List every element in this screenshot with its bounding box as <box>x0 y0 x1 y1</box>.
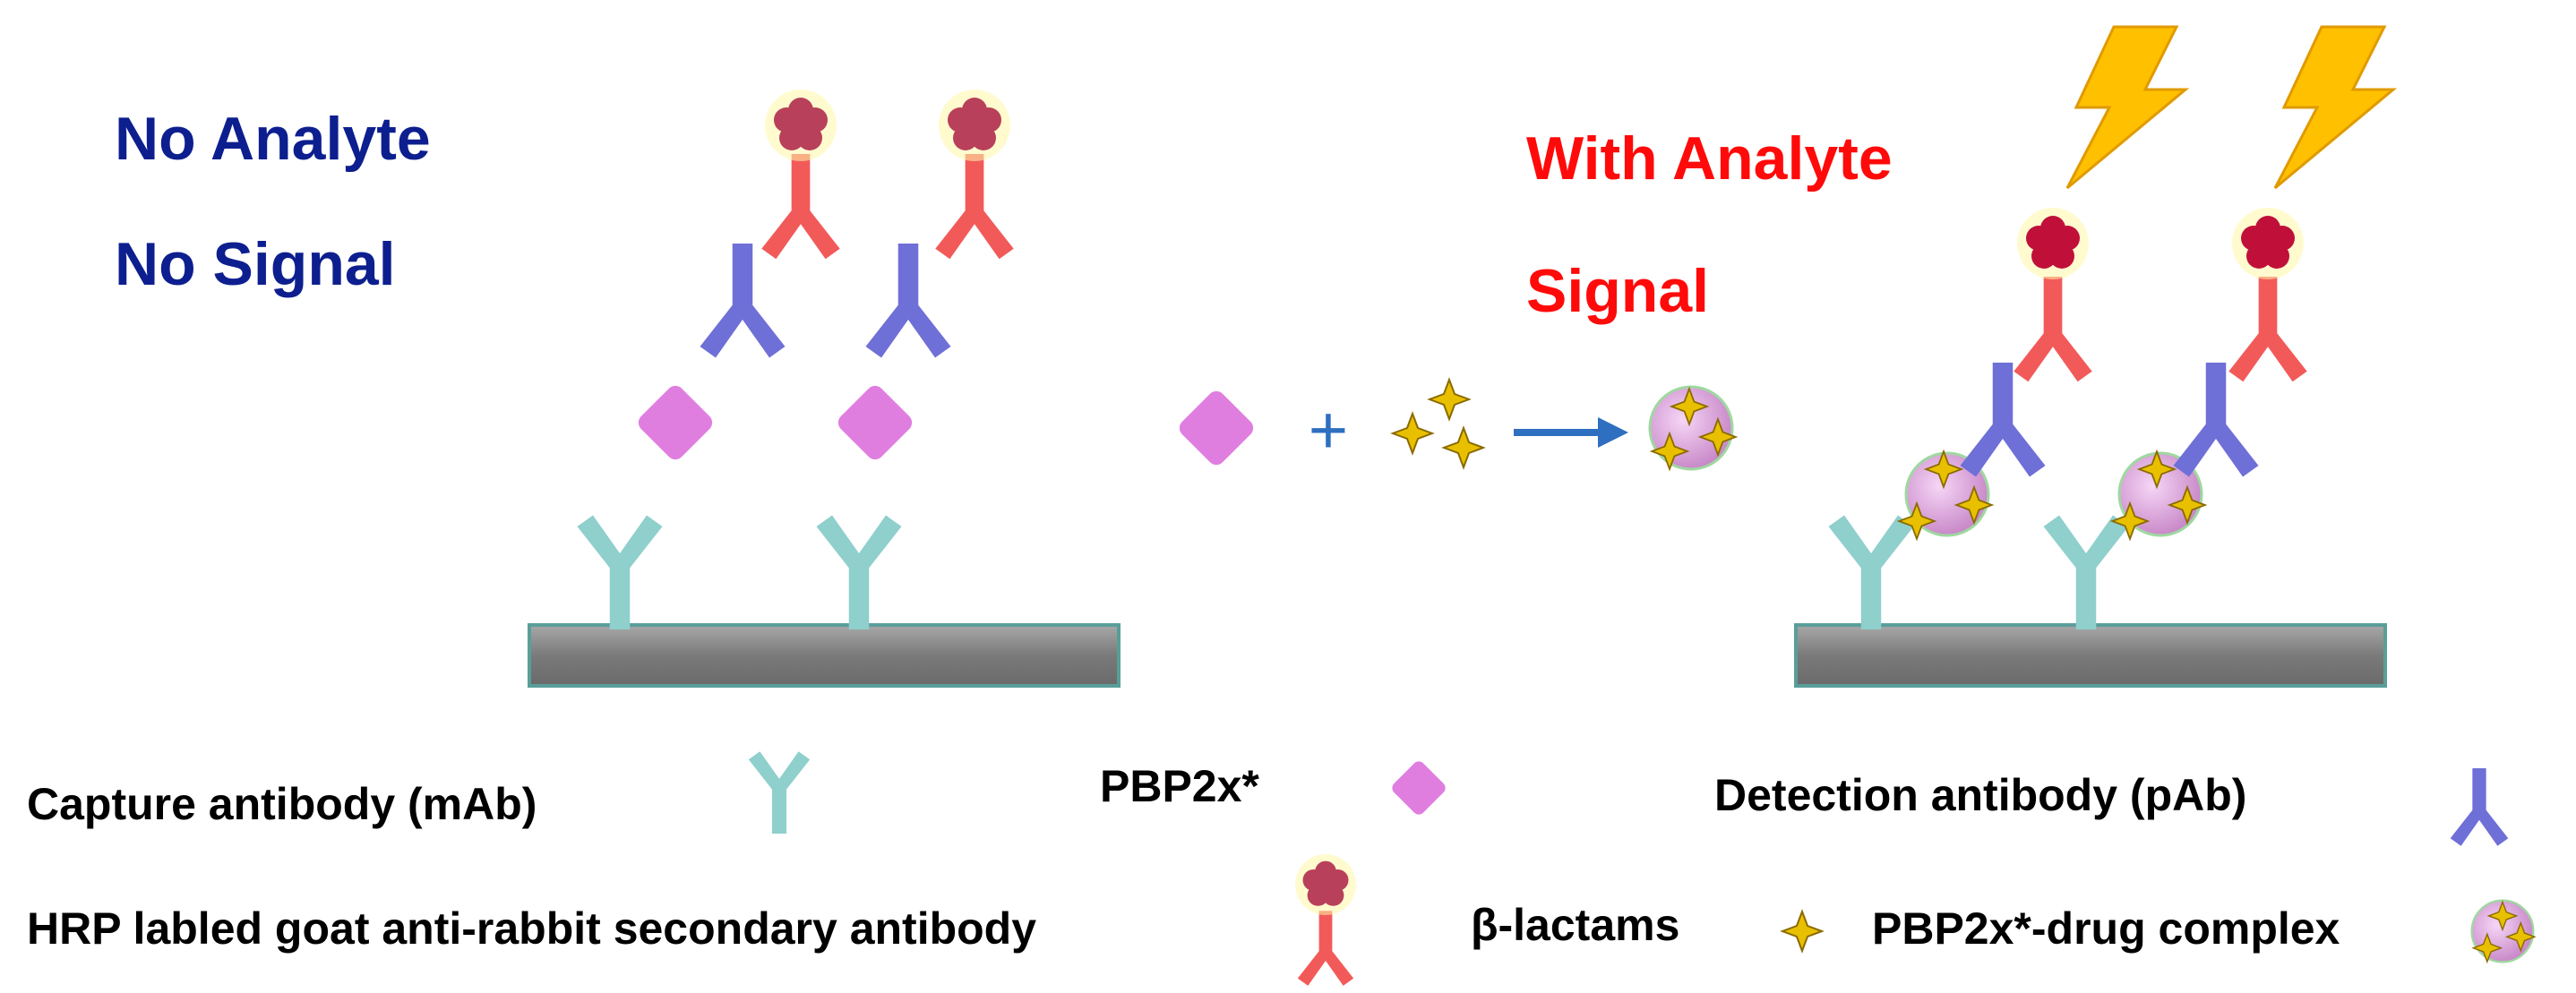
left-pbp-diamond-1 <box>634 381 717 464</box>
right-detection-antibody-2 <box>2173 363 2259 477</box>
lightning-icon-1 <box>2065 25 2190 190</box>
left-capture-antibody-2 <box>816 515 902 629</box>
left-hrp-enzyme-1 <box>765 90 837 161</box>
left-plate <box>528 623 1121 688</box>
legend-hrp-label: HRP labled goat anti-rabbit secondary an… <box>27 903 1036 954</box>
legend-capture-label: Capture antibody (mAb) <box>27 779 537 829</box>
with-analyte-label: With Analyte <box>1526 124 1893 193</box>
lightning-icon-2 <box>2273 25 2398 190</box>
plus-sign: + <box>1309 392 1348 468</box>
legend-pbp-label: PBP2x* <box>1100 761 1259 811</box>
right-capture-antibody-1 <box>1828 515 1914 629</box>
middle-pbp-diamond <box>1175 387 1258 469</box>
legend-capture-icon <box>748 751 811 834</box>
right-capture-antibody-2 <box>2043 515 2129 629</box>
left-secondary-antibody-1 <box>761 154 840 260</box>
left-detection-antibody-1 <box>700 244 786 358</box>
legend-complex-label: PBP2x*-drug complex <box>1872 903 2340 954</box>
middle-drug-complex <box>1648 385 1737 471</box>
left-capture-antibody-1 <box>577 515 663 629</box>
left-detection-antibody-2 <box>865 244 951 358</box>
right-secondary-antibody-1 <box>2014 277 2092 382</box>
beta-lactam-star-1 <box>1429 379 1470 420</box>
left-hrp-enzyme-2 <box>939 90 1010 161</box>
left-pbp-diamond-2 <box>834 381 916 464</box>
right-hrp-enzyme-2 <box>2232 208 2304 279</box>
right-hrp-enzyme-1 <box>2017 208 2089 279</box>
legend-detection-icon <box>2450 768 2509 846</box>
right-secondary-antibody-2 <box>2228 277 2307 382</box>
beta-lactam-star-3 <box>1443 427 1484 468</box>
left-secondary-antibody-2 <box>935 154 1014 260</box>
right-drug-complex-1 <box>1898 450 1993 540</box>
legend-complex-icon <box>2470 899 2536 963</box>
no-signal-label: No Signal <box>115 230 396 298</box>
legend-hrp-icon <box>1295 854 1356 986</box>
legend-beta-label: β-lactams <box>1471 900 1679 950</box>
legend-beta-icon <box>1782 911 1823 952</box>
legend-detection-label: Detection antibody (pAb) <box>1714 770 2246 820</box>
no-analyte-label: No Analyte <box>115 105 431 173</box>
right-plate <box>1794 623 2387 688</box>
right-detection-antibody-1 <box>1960 363 2046 477</box>
reaction-arrow <box>1514 417 1628 448</box>
right-drug-complex-2 <box>2111 450 2206 540</box>
signal-label: Signal <box>1526 257 1709 325</box>
legend-pbp-icon <box>1389 758 1448 818</box>
beta-lactam-star-2 <box>1392 413 1433 454</box>
